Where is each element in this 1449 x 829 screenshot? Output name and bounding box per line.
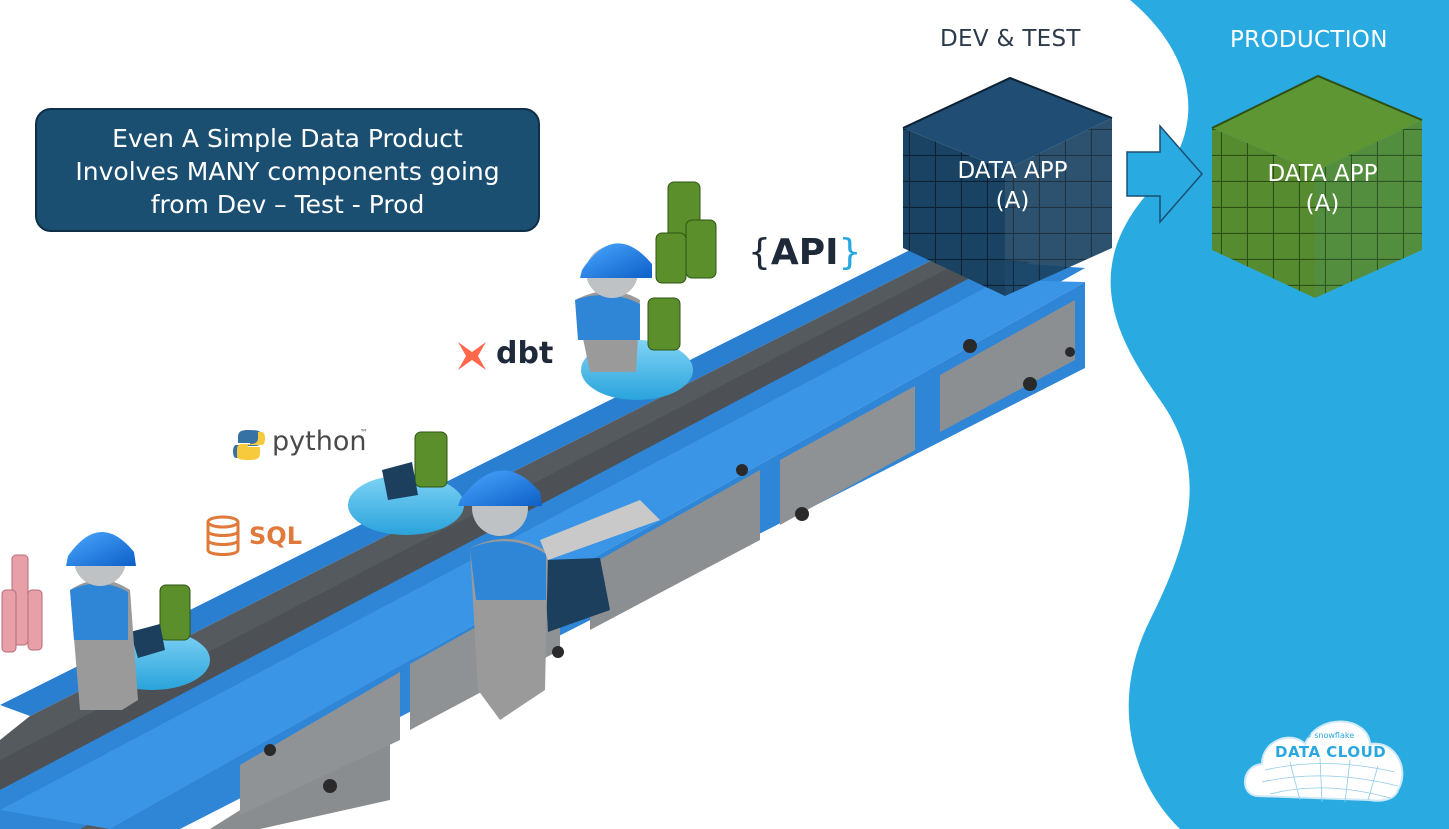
worker-2 xyxy=(458,470,660,720)
api-left-brace: { xyxy=(748,232,771,273)
callout-line-1: Even A Simple Data Product xyxy=(112,124,463,153)
prod-cube-label: DATA APP (A) xyxy=(1240,159,1405,219)
data-cylinders xyxy=(159,181,717,641)
prod-cube-subtitle: (A) xyxy=(1305,191,1340,217)
dbt-text: dbt xyxy=(496,336,554,371)
sql-database-icon xyxy=(206,515,240,556)
component-blocks xyxy=(130,462,610,658)
snowflake-cloud-icon xyxy=(1244,720,1404,803)
dev-cube-subtitle: (A) xyxy=(995,188,1030,214)
data-cloud-title: DATA CLOUD xyxy=(1275,743,1387,761)
dbt-icon xyxy=(458,342,486,370)
api-icon: {API} xyxy=(748,232,861,273)
callout-line-2: Involves MANY components going xyxy=(75,157,500,186)
python-icon xyxy=(233,430,265,460)
callout-line-3: from Dev – Test - Prod xyxy=(150,190,425,219)
python-text: python xyxy=(272,426,367,457)
worker-1 xyxy=(66,531,138,710)
api-text: API xyxy=(770,232,839,273)
production-label: PRODUCTION xyxy=(1230,27,1388,53)
tray-2 xyxy=(348,475,464,535)
arrow-right-icon xyxy=(1126,124,1203,224)
dev-data-app-cube xyxy=(902,76,1113,296)
python-trademark: ™ xyxy=(360,428,368,437)
snowflake-brand-text: ❄ snowflake xyxy=(1305,731,1355,740)
dev-cube-label: DATA APP (A) xyxy=(930,156,1095,216)
callout-box: Even A Simple Data Product Involves MANY… xyxy=(35,108,540,232)
prod-data-app-cube xyxy=(1211,74,1423,298)
api-right-brace: } xyxy=(838,232,862,273)
dev-cube-title: DATA APP xyxy=(957,158,1068,184)
conveyor xyxy=(0,240,1085,829)
dev-test-label: DEV & TEST xyxy=(940,26,1081,52)
worker-3 xyxy=(575,243,652,372)
prod-cube-title: DATA APP xyxy=(1267,161,1378,187)
sql-text: SQL xyxy=(249,522,302,550)
